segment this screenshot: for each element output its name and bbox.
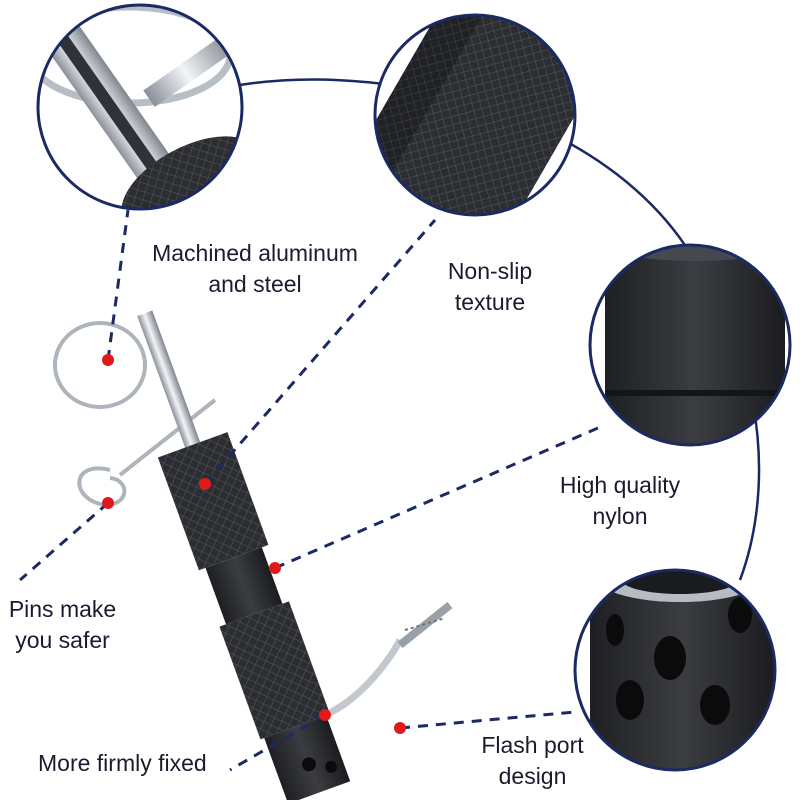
- label-machined-line2: and steel: [208, 271, 302, 297]
- leader-fixed: [229, 713, 326, 772]
- dot-pin: [102, 354, 114, 366]
- leader-pins-safe: [19, 501, 109, 582]
- label-pins: Pins make you safer: [0, 594, 125, 656]
- label-nonslip-line1: Non-slip: [447, 258, 533, 284]
- label-nonslip: Non-slip texture: [430, 256, 550, 318]
- label-flash: Flash port design: [465, 730, 600, 792]
- leader-texture: [203, 219, 437, 485]
- label-flash-line2: design: [498, 763, 567, 789]
- leader-nylon: [274, 426, 599, 570]
- leader-pin: [106, 209, 130, 361]
- label-nylon: High quality nylon: [540, 470, 700, 532]
- label-fixed-line1: More firmly fixed: [38, 750, 207, 776]
- dot-flash: [394, 722, 406, 734]
- detail-circle-flash-port: [573, 568, 777, 772]
- leader-flash: [399, 710, 576, 730]
- detail-circle-nylon: [588, 243, 792, 447]
- detail-circle-texture: [373, 13, 577, 217]
- product-image: [53, 310, 453, 800]
- label-nylon-line2: nylon: [592, 503, 648, 529]
- dot-texture: [199, 478, 211, 490]
- label-pins-line2: you safer: [15, 627, 110, 653]
- dot-nylon: [269, 562, 281, 574]
- label-machined-line1: Machined aluminum: [152, 240, 358, 266]
- label-flash-line1: Flash port: [481, 732, 584, 758]
- label-machined: Machined aluminum and steel: [140, 238, 370, 300]
- label-nylon-line1: High quality: [559, 472, 681, 498]
- label-nonslip-line2: texture: [454, 289, 526, 315]
- leader-lines: [19, 209, 599, 772]
- label-fixed: More firmly fixed: [38, 748, 238, 779]
- marker-dots: [102, 354, 406, 734]
- detail-circle-pin: [36, 3, 244, 211]
- dot-pins-safe: [102, 497, 114, 509]
- dot-fixed: [319, 709, 331, 721]
- label-pins-line1: Pins make: [8, 596, 117, 622]
